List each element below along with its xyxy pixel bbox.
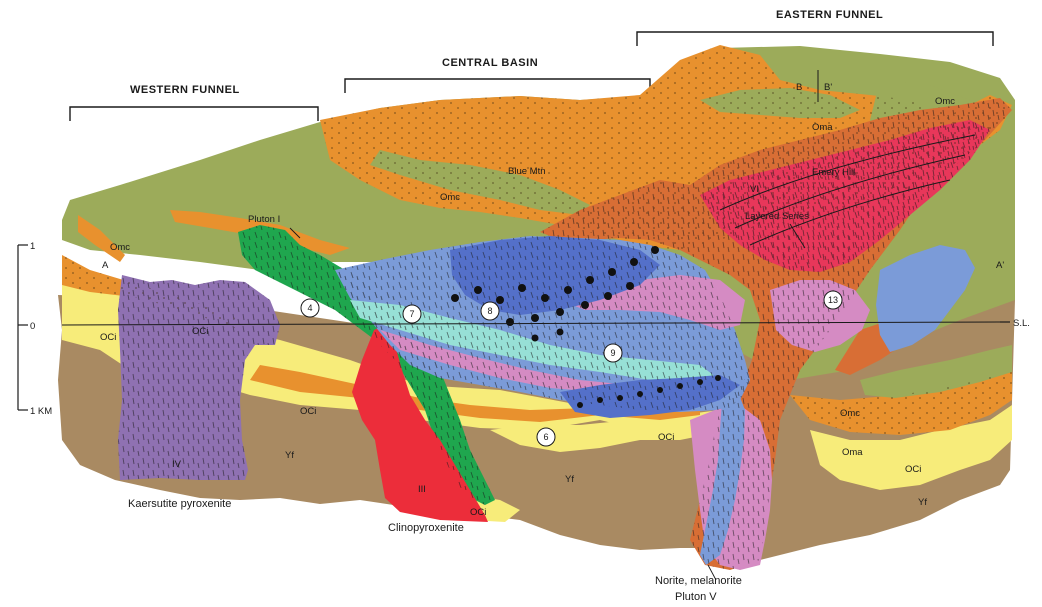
label-blue-mtn: Blue Mtn	[508, 166, 546, 177]
sample-site-label: 13	[828, 295, 838, 305]
label-oci-4: OCi	[658, 432, 674, 443]
label-oci-2: OCi	[192, 326, 208, 337]
label-omc-east-lower: Omc	[840, 408, 860, 419]
label-pluton-vi: VI	[750, 184, 759, 195]
label-oci-5: OCi	[470, 507, 486, 518]
label-layered-series: Layered Series	[745, 211, 809, 222]
header-central-basin: CENTRAL BASIN	[442, 57, 538, 69]
label-oci-1: OCi	[100, 332, 116, 343]
caption-norite: Norite, melanorite	[655, 575, 742, 587]
sample-site-label: 7	[409, 309, 414, 319]
label-omc-west: Omc	[110, 242, 130, 253]
label-yf-3: Yf	[918, 497, 927, 508]
scale-label-top: 1	[30, 241, 35, 252]
header-eastern-funnel: EASTERN FUNNEL	[776, 9, 883, 21]
caption-pluton-v: Pluton V	[675, 591, 717, 603]
sample-site-label: 4	[307, 303, 312, 313]
label-b-prime: B'	[824, 82, 832, 93]
scale-label-zero: 0	[30, 321, 35, 332]
label-pluton-iv: IV	[172, 459, 182, 470]
label-pluton-iii: III	[418, 484, 426, 495]
label-emery-hill: Emery Hill	[812, 167, 855, 178]
label-oma-lower: Oma	[842, 447, 863, 458]
label-omc-east: Omc	[935, 96, 955, 107]
label-yf-2: Yf	[565, 474, 574, 485]
label-a: A	[102, 260, 109, 271]
label-oci-6: OCi	[905, 464, 921, 475]
label-oma-upper: Oma	[812, 122, 833, 133]
caption-clinopyroxenite: Clinopyroxenite	[388, 522, 464, 534]
header-western-funnel: WESTERN FUNNEL	[130, 84, 240, 96]
label-pluton-i: Pluton I	[248, 214, 280, 225]
label-omc-central: Omc	[440, 192, 460, 203]
sample-site-label: 9	[610, 348, 615, 358]
caption-kaersutite: Kaersutite pyroxenite	[128, 498, 231, 510]
scale-label-bottom: 1 KM	[30, 406, 52, 417]
sample-site-label: 6	[543, 432, 548, 442]
label-a-prime: A'	[996, 260, 1004, 271]
label-b: B	[796, 82, 802, 93]
sea-level-label: S.L.	[1013, 318, 1030, 329]
label-oci-3: OCi	[300, 406, 316, 417]
sample-site-label: 8	[487, 306, 492, 316]
label-yf-1: Yf	[285, 450, 294, 461]
